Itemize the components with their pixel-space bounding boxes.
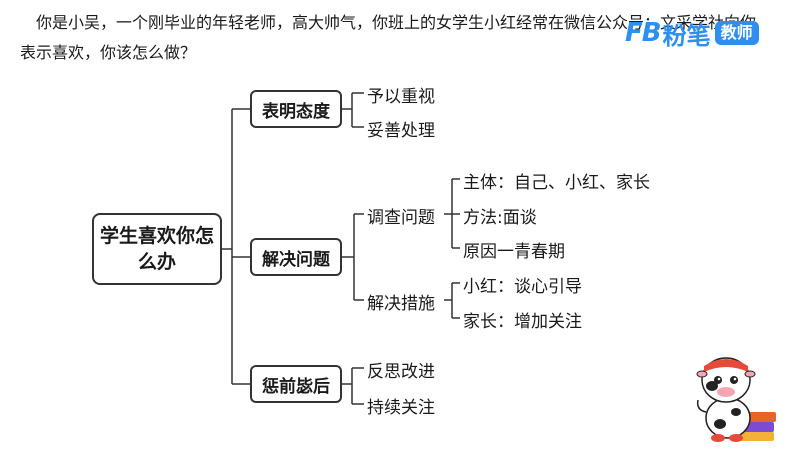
sub-node-investigate: 调查问题 [367, 208, 435, 228]
leaf-attitude-1: 予以重视 [367, 87, 435, 107]
leaf-investigate-cause: 原因一青春期 [463, 242, 565, 262]
sub-node-measures: 解决措施 [367, 294, 435, 314]
brand-name: 粉笔 [662, 21, 711, 50]
leaf-prevent-1: 反思改进 [367, 362, 435, 382]
leaf-measures-parent: 家长：增加关注 [463, 312, 582, 332]
branch-node-solve: 解决问题 [250, 238, 342, 276]
branch-node-attitude: 表明态度 [250, 90, 342, 128]
leaf-investigate-method: 方法:面谈 [463, 208, 537, 228]
leaf-prevent-2: 持续关注 [367, 398, 435, 418]
root-node: 学生喜欢你怎么办 [92, 213, 222, 285]
leaf-investigate-subject: 主体：自己、小红、家长 [463, 173, 650, 193]
question-text: 你是小吴，一个刚毕业的年轻老师，高大帅气，你班上的女学生小红经常在微信公众号：文… [20, 13, 757, 62]
brand-badge: 教师 [714, 21, 759, 45]
brand-logo: FB 粉笔 教师 [625, 18, 759, 50]
branch-node-prevent: 惩前毖后 [250, 365, 342, 403]
leaf-measures-student: 小红：谈心引导 [463, 277, 582, 297]
brand-logo-mark: FB [625, 18, 662, 48]
leaf-attitude-2: 妥善处理 [367, 121, 435, 141]
cow-mascot-icon [696, 357, 776, 442]
